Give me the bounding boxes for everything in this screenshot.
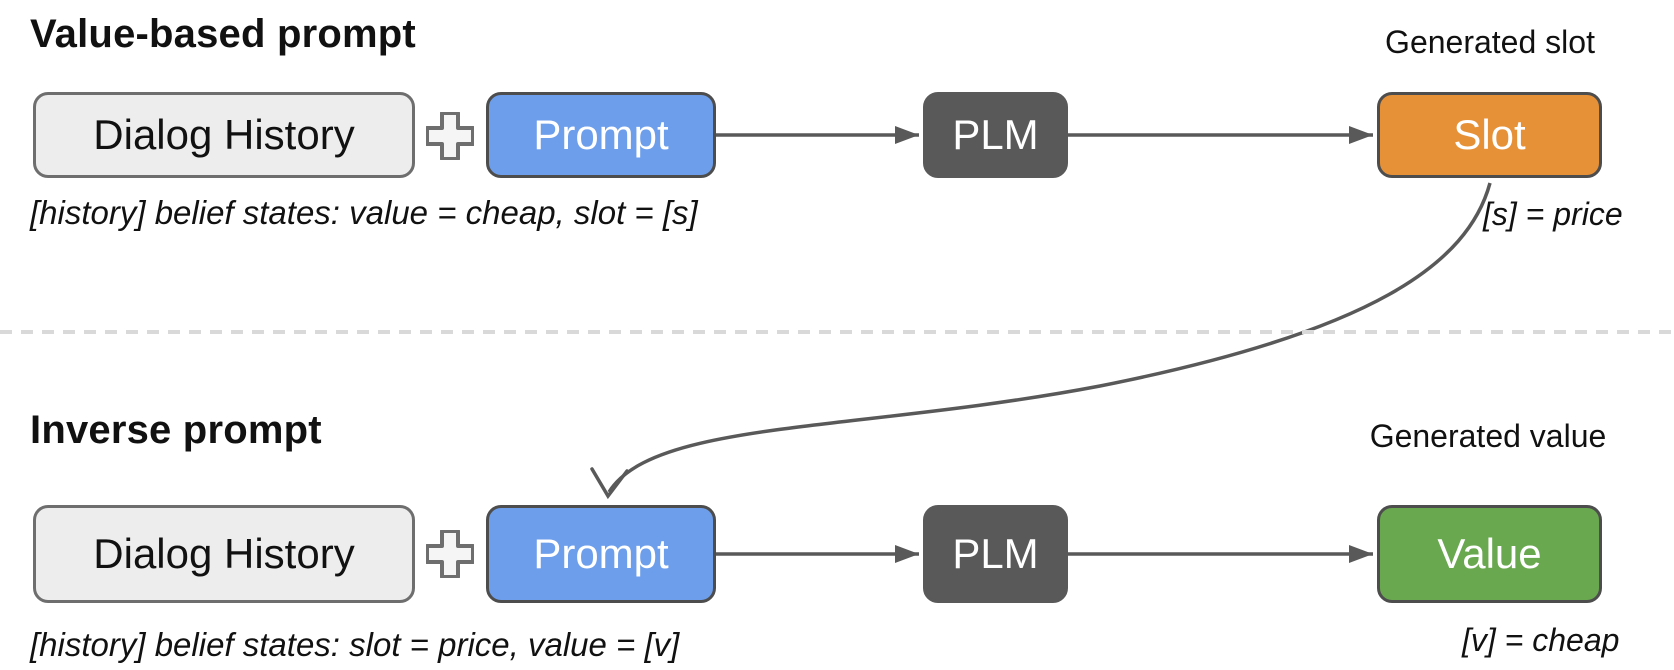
dialog-history-box-bottom: Dialog History [33, 505, 415, 603]
prompt-label-bottom: Prompt [533, 530, 669, 577]
bottom-section-heading: Inverse prompt [30, 408, 322, 452]
curved-arrow-head [590, 467, 629, 500]
slot-label: Slot [1453, 111, 1526, 158]
bottom-prompt-caption: [history] belief states: slot = price, v… [30, 626, 680, 663]
top-prompt-caption: [history] belief states: value = cheap, … [30, 194, 698, 231]
value-result-caption: [v] = cheap [1462, 622, 1620, 658]
plm-label-bottom: PLM [952, 530, 1039, 577]
dialog-history-box-top: Dialog History [33, 92, 415, 178]
plm-box-top: PLM [923, 92, 1068, 178]
slot-box: Slot [1377, 92, 1602, 178]
prompt-box-bottom: Prompt [486, 505, 716, 603]
section-divider [0, 330, 1674, 334]
prompt-box-top: Prompt [486, 92, 716, 178]
generated-value-label: Generated value [1369, 418, 1607, 454]
dialog-history-label-top: Dialog History [93, 111, 355, 158]
plm-label-top: PLM [952, 111, 1039, 158]
plus-icon [426, 112, 474, 160]
prompt-label-top: Prompt [533, 111, 669, 158]
generated-slot-label: Generated slot [1385, 24, 1595, 60]
dialog-history-label-bottom: Dialog History [93, 530, 355, 577]
slot-result-caption: [s] = price [1483, 196, 1623, 232]
plus-icon [426, 530, 474, 578]
top-section-heading: Value-based prompt [30, 12, 416, 56]
value-box: Value [1377, 505, 1602, 603]
value-label: Value [1437, 530, 1542, 577]
plm-box-bottom: PLM [923, 505, 1068, 603]
